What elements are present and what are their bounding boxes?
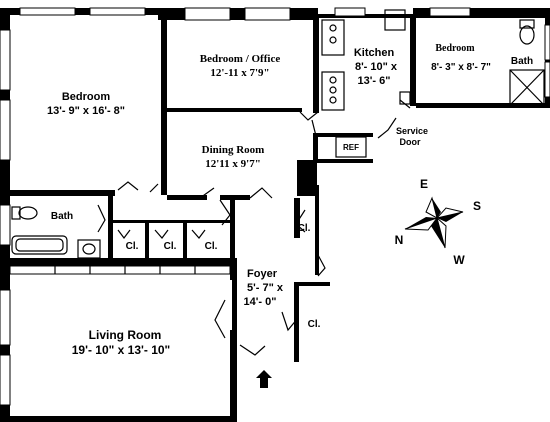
bedroom-office-name: Bedroom / Office — [200, 53, 281, 65]
ref-label: REF — [343, 143, 359, 152]
doors — [97, 99, 411, 356]
compass-e-label: E — [420, 177, 428, 191]
fixtures — [11, 9, 545, 388]
compass-w-label: W — [453, 253, 465, 267]
closet-label-1: Cl. — [126, 241, 139, 252]
bedroom-left-name: Bedroom — [62, 91, 111, 103]
bath-right-label: Bath — [511, 56, 533, 67]
closet-label-4: Cl. — [298, 223, 311, 234]
foyer-dims-1: 5'- 7" x — [247, 282, 284, 294]
windows — [0, 7, 550, 406]
bedroom-right-dims: 8'- 3" x 8'- 7" — [431, 62, 491, 73]
living-room-name: Living Room — [89, 328, 162, 342]
compass-n-label: N — [395, 233, 404, 247]
kitchen-name: Kitchen — [354, 47, 395, 59]
closet-label-3: Cl. — [205, 241, 218, 252]
kitchen-dims-1: 8'- 10" x — [355, 61, 398, 73]
compass-s-label: S — [473, 199, 481, 213]
closet-label-5: Cl. — [308, 319, 321, 330]
service-door-label-2: Door — [400, 137, 421, 147]
foyer-name: Foyer — [247, 268, 278, 280]
bedroom-right-name: Bedroom — [435, 43, 475, 54]
dining-room-name: Dining Room — [202, 144, 265, 156]
kitchen-dims-2: 13'- 6" — [358, 75, 391, 87]
dining-room-dims: 12'11 x 9'7" — [205, 158, 261, 170]
bedroom-office-dims: 12'-11 x 7'9" — [210, 67, 269, 79]
compass-rose: E S W N — [395, 177, 481, 267]
bedroom-left-dims: 13'- 9" x 16'- 8" — [47, 105, 125, 117]
bath-left-label: Bath — [51, 211, 73, 222]
foyer-dims-2: 14'- 0" — [244, 296, 277, 308]
living-room-dims: 19'- 10" x 13'- 10" — [72, 343, 170, 357]
service-door-label-1: Service — [396, 126, 428, 136]
closet-label-2: Cl. — [164, 241, 177, 252]
